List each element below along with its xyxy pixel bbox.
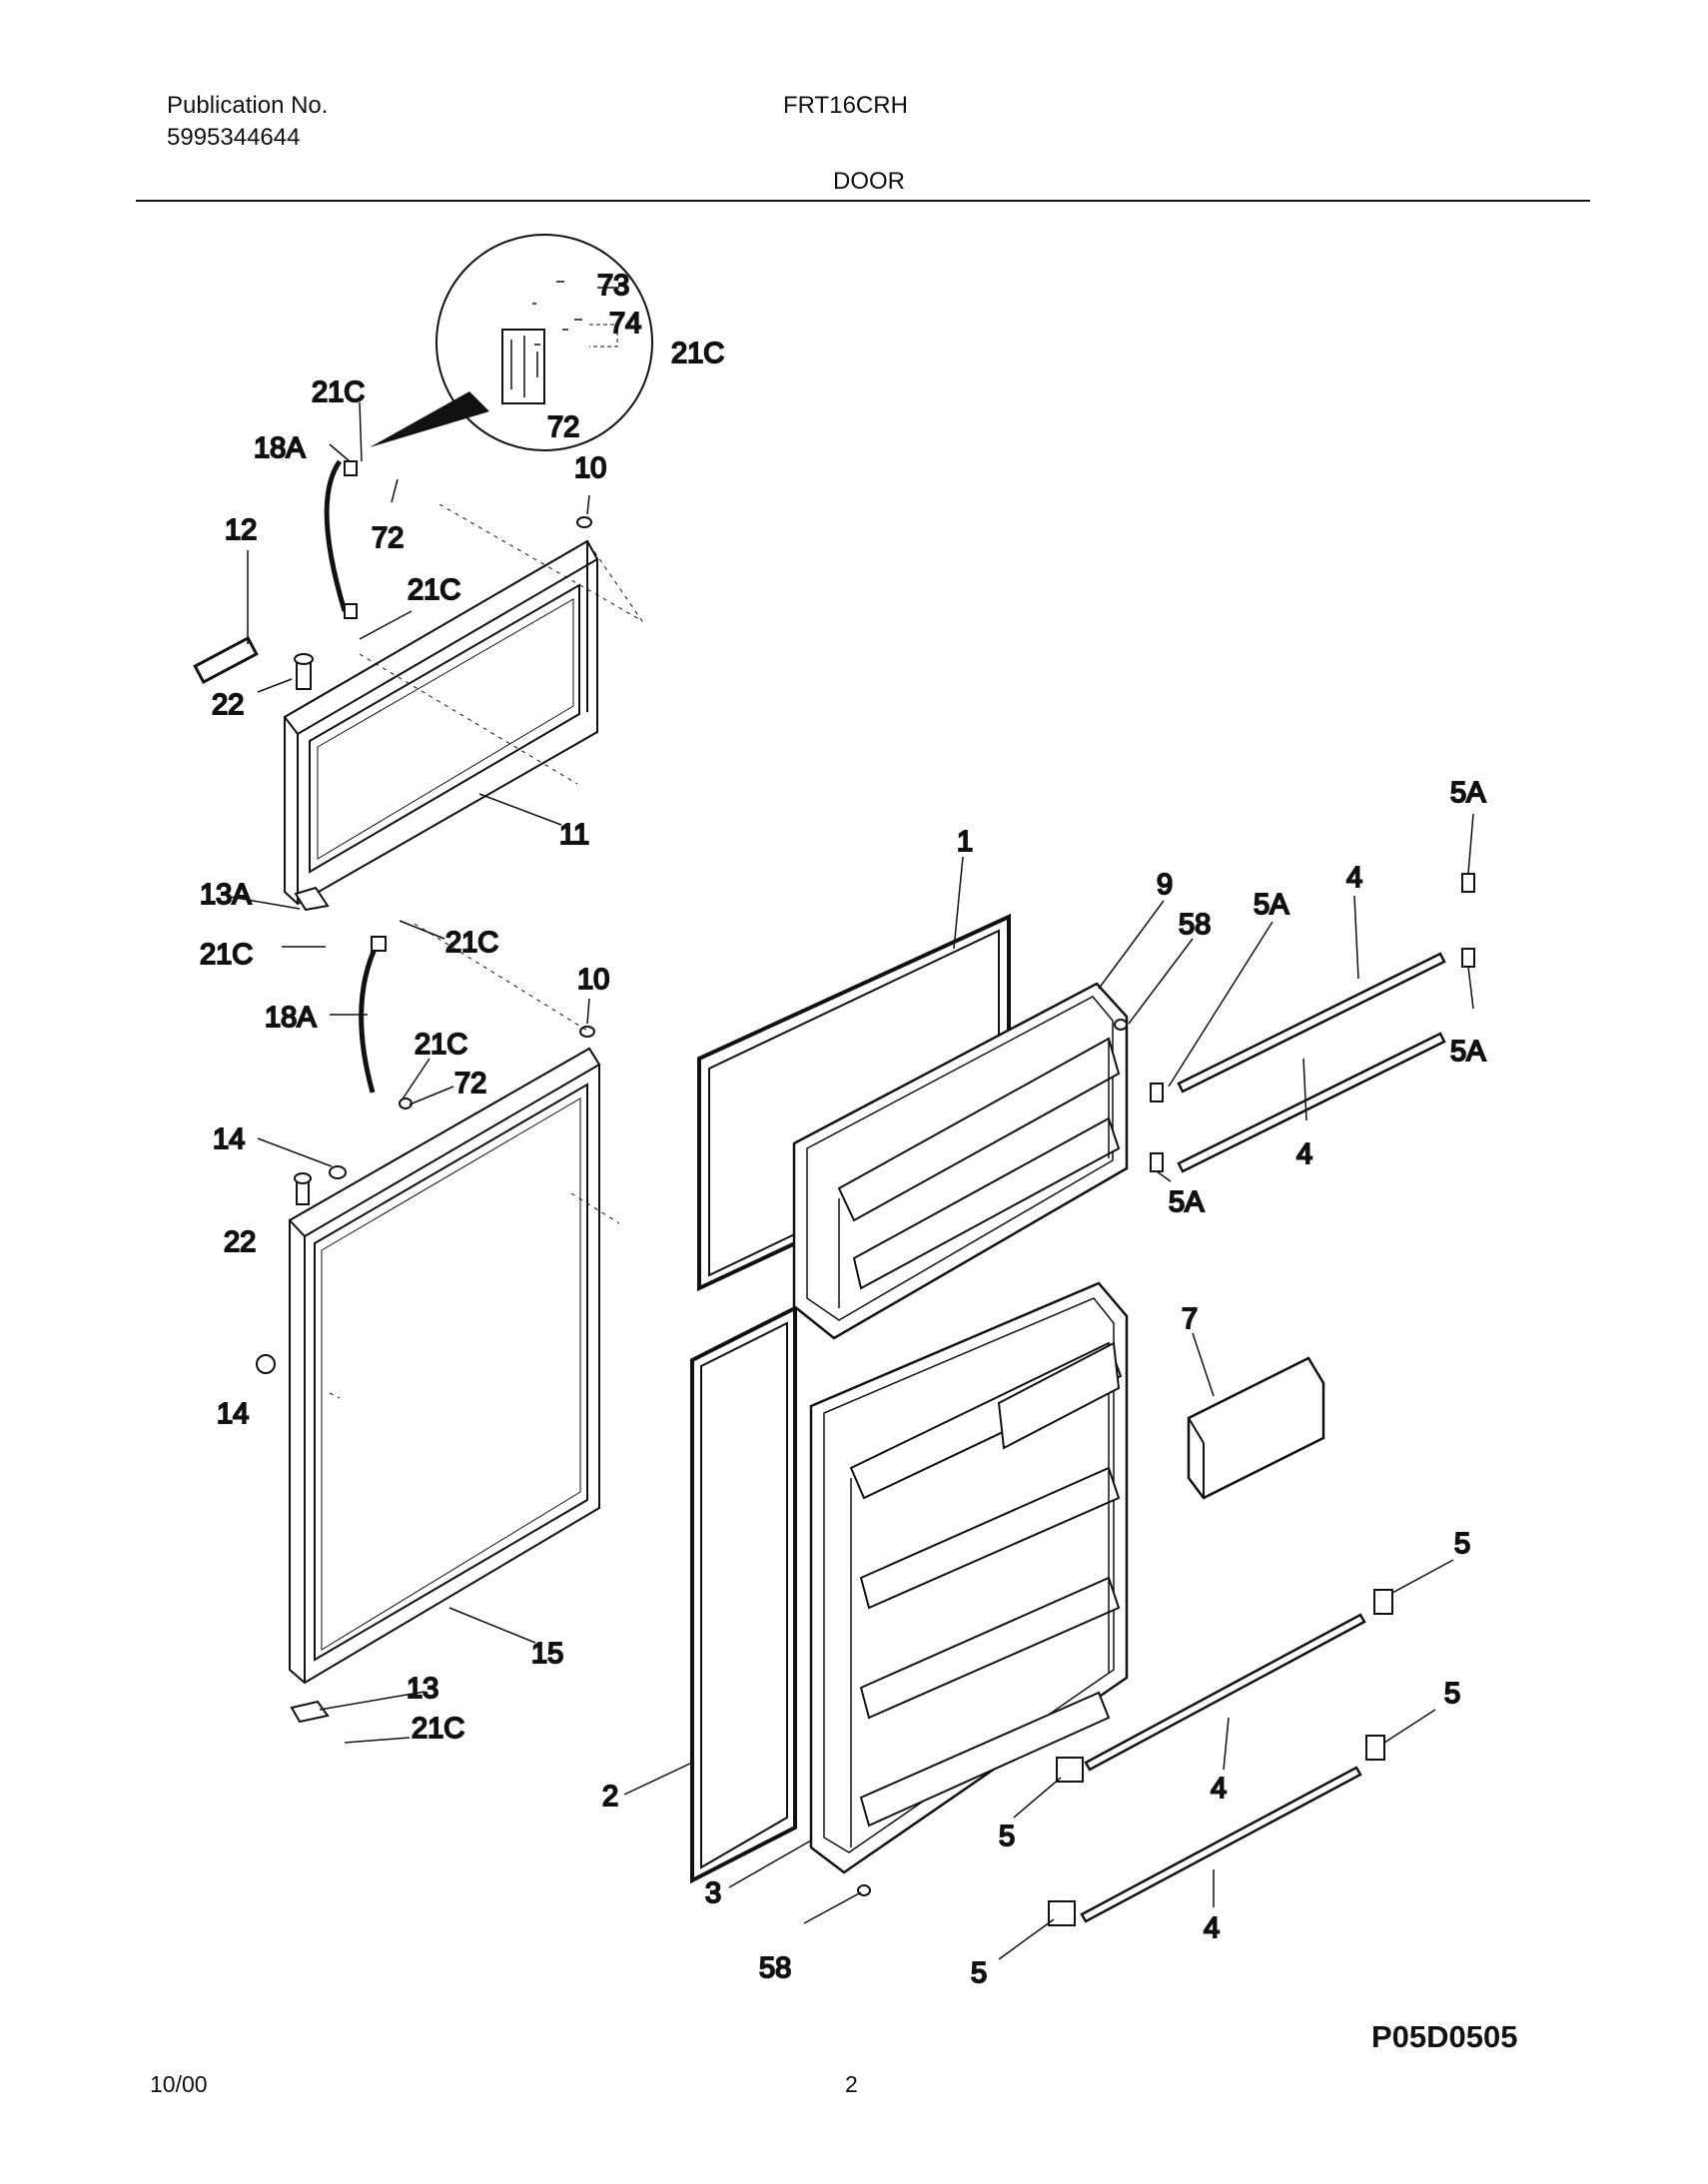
retainer-5-d bbox=[1048, 1900, 1076, 1926]
freezer-inner-door-9 bbox=[792, 982, 1129, 1340]
label-1: 1 bbox=[957, 826, 973, 858]
label-13a: 13A bbox=[200, 879, 252, 911]
label-5a-a: 5A bbox=[1254, 889, 1289, 921]
label-21c-b: 21C bbox=[408, 574, 460, 606]
freezer-door-hinge-18a bbox=[324, 459, 358, 619]
label-73: 73 bbox=[597, 270, 629, 302]
rail-4-a bbox=[1177, 952, 1446, 1093]
label-4-d: 4 bbox=[1204, 1912, 1220, 1944]
publication-number: 5995344644 bbox=[167, 124, 301, 151]
retainer-5a-b bbox=[1150, 1152, 1164, 1172]
label-11: 11 bbox=[559, 819, 589, 851]
model-number: FRT16CRH bbox=[783, 92, 908, 119]
rail-4-d bbox=[1080, 1766, 1362, 1923]
label-5-c: 5 bbox=[999, 1820, 1015, 1852]
label-21c-a: 21C bbox=[312, 376, 365, 408]
part-code: P05D0505 bbox=[1371, 2019, 1518, 2054]
label-72-b: 72 bbox=[454, 1068, 486, 1099]
label-21c-f: 21C bbox=[412, 1713, 464, 1745]
label-21c-inset: 21C bbox=[671, 338, 724, 369]
plug-14-b bbox=[256, 1354, 276, 1374]
label-58-a: 58 bbox=[1179, 909, 1211, 941]
label-21c-e: 21C bbox=[415, 1029, 467, 1061]
label-58-b: 58 bbox=[759, 1952, 791, 1984]
retainer-5-c bbox=[1365, 1735, 1385, 1761]
label-21c-c: 21C bbox=[200, 939, 253, 971]
rail-4-b bbox=[1177, 1032, 1446, 1173]
dairy-door-7 bbox=[1187, 1356, 1325, 1500]
hinge-13 bbox=[290, 1700, 330, 1724]
label-18a-b: 18A bbox=[265, 1002, 317, 1034]
label-4-c: 4 bbox=[1211, 1773, 1227, 1805]
plug-10-a bbox=[576, 516, 592, 528]
label-5a-d: 5A bbox=[1169, 1186, 1205, 1218]
plug-10-b bbox=[579, 1026, 595, 1038]
publication-label: Publication No. bbox=[167, 92, 329, 119]
label-13: 13 bbox=[407, 1673, 438, 1705]
label-5-d: 5 bbox=[971, 1957, 987, 1989]
label-14-b: 14 bbox=[217, 1398, 249, 1430]
label-10-a: 10 bbox=[574, 452, 606, 484]
section-title: DOOR bbox=[833, 168, 905, 195]
leader-lines bbox=[229, 401, 1474, 1960]
fresh-food-door-parts bbox=[256, 1026, 595, 1724]
retainer-5a-c bbox=[1461, 873, 1475, 893]
freezer-door-outer bbox=[283, 539, 599, 906]
header-divider bbox=[136, 200, 1590, 202]
label-22-a: 22 bbox=[212, 689, 244, 721]
rail-4-c bbox=[1084, 1613, 1366, 1772]
footer-date: 10/00 bbox=[150, 2071, 208, 2097]
screw-58-a bbox=[1114, 1019, 1128, 1031]
label-21c-d: 21C bbox=[445, 927, 498, 959]
label-5-b: 5 bbox=[1444, 1678, 1460, 1710]
fresh-food-inner-door-3 bbox=[809, 1281, 1129, 1874]
label-3: 3 bbox=[705, 1877, 721, 1909]
label-4-a: 4 bbox=[1346, 862, 1362, 894]
plug-14-a bbox=[329, 1165, 347, 1179]
label-72-a: 72 bbox=[372, 522, 404, 554]
label-5-a: 5 bbox=[1454, 1528, 1470, 1560]
label-5a-c: 5A bbox=[1450, 1036, 1486, 1068]
label-9: 9 bbox=[1157, 869, 1173, 901]
fresh-food-door-hinge-18a bbox=[359, 936, 387, 1093]
shelf-rails bbox=[1048, 873, 1475, 1926]
label-15: 15 bbox=[531, 1638, 563, 1670]
inset-pointer bbox=[370, 391, 489, 447]
hinge-detail-inset bbox=[370, 234, 653, 451]
label-74: 74 bbox=[609, 308, 641, 340]
label-10-b: 10 bbox=[577, 964, 609, 996]
freezer-door-parts bbox=[193, 516, 592, 912]
label-7: 7 bbox=[1182, 1303, 1198, 1335]
label-2: 2 bbox=[602, 1781, 618, 1813]
hinge-13a bbox=[294, 886, 330, 912]
handle-trim-12 bbox=[193, 635, 259, 685]
retainer-5-b bbox=[1056, 1757, 1084, 1783]
label-14-a: 14 bbox=[213, 1123, 245, 1155]
label-5a-b: 5A bbox=[1450, 777, 1486, 809]
assembly-guide-lines bbox=[329, 503, 645, 1399]
retainer-5-a bbox=[1373, 1589, 1393, 1615]
fresh-food-gasket-2 bbox=[690, 1304, 797, 1884]
label-18a-a: 18A bbox=[254, 432, 306, 464]
label-72-inset: 72 bbox=[547, 411, 579, 443]
retainer-5a-a bbox=[1150, 1083, 1164, 1102]
fresh-food-door-outer bbox=[288, 1047, 601, 1685]
label-22-b: 22 bbox=[224, 1226, 256, 1258]
retainer-5a-d bbox=[1461, 948, 1475, 968]
footer-page-number: 2 bbox=[845, 2071, 858, 2097]
label-4-b: 4 bbox=[1296, 1138, 1312, 1170]
label-12: 12 bbox=[225, 514, 257, 546]
